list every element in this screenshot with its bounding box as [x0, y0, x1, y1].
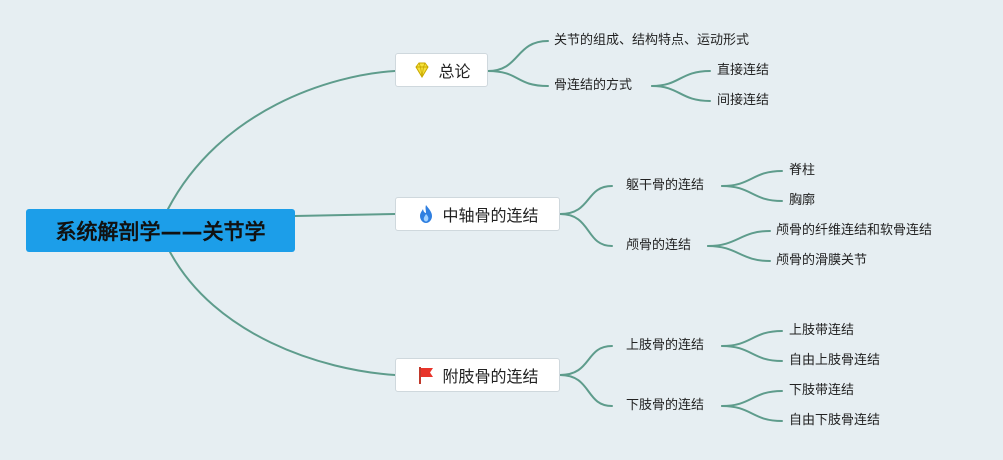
subtopic-thorax[interactable]: 胸廓 [789, 193, 815, 209]
subtopic-skull-synovial-label: 颅骨的滑膜关节 [776, 253, 868, 268]
topic-appendicular-skeleton[interactable]: 附肢骨的连结 [395, 358, 560, 392]
subtopic-spine-label: 脊柱 [789, 163, 816, 178]
subtopic-lower-limb[interactable]: 下肢骨的连结 [626, 398, 704, 414]
subtopic-direct-connection[interactable]: 直接连结 [717, 63, 769, 79]
subtopic-bone-connection-methods-label: 骨连结的方式 [554, 78, 633, 93]
edge-methods-direct [651, 70, 711, 87]
subtopic-upper-girdle-label: 上肢带连结 [789, 323, 855, 338]
subtopic-thorax-label: 胸廓 [789, 193, 816, 208]
edge-root-axial [294, 213, 396, 217]
topic-axial-skeleton-label: 中轴骨的连结 [442, 206, 539, 225]
edge-lower-free [721, 405, 783, 422]
root-topic[interactable]: 系统解剖学——关节学 [26, 209, 295, 252]
edge-trunk-spine [721, 170, 783, 187]
subtopic-skull-fibrous-cartilage-label: 颅骨的纤维连结和软骨连结 [776, 223, 933, 238]
diamond-icon [412, 60, 432, 80]
edge-axial-skull [559, 213, 613, 247]
edge-lower-girdle [721, 390, 783, 407]
edge-skull-synovial [707, 245, 771, 262]
edge-axial-trunk [559, 185, 613, 215]
subtopic-upper-limb-label: 上肢骨的连结 [626, 338, 705, 353]
edge-general-methods [487, 70, 549, 87]
edge-upper-girdle [721, 330, 783, 347]
subtopic-free-lower-limb[interactable]: 自由下肢骨连结 [789, 413, 880, 429]
edge-skull-fibrous [707, 230, 771, 247]
subtopic-free-lower-limb-label: 自由下肢骨连结 [789, 413, 881, 428]
subtopic-lower-girdle-label: 下肢带连结 [789, 383, 855, 398]
edge-root-appendicular [169, 251, 396, 376]
subtopic-joint-composition[interactable]: 关节的组成、结构特点、运动形式 [554, 33, 749, 49]
subtopic-lower-girdle[interactable]: 下肢带连结 [789, 383, 854, 399]
subtopic-skull-bones-label: 颅骨的连结 [626, 238, 692, 253]
subtopic-joint-composition-label: 关节的组成、结构特点、运动形式 [554, 33, 750, 48]
subtopic-trunk-bones[interactable]: 躯干骨的连结 [626, 178, 704, 194]
edge-trunk-thorax [721, 185, 783, 202]
subtopic-direct-connection-label: 直接连结 [717, 63, 770, 78]
red-flag-icon [416, 365, 436, 385]
subtopic-free-upper-limb[interactable]: 自由上肢骨连结 [789, 353, 880, 369]
edge-general-composition [487, 40, 549, 72]
subtopic-indirect-connection-label: 间接连结 [717, 93, 770, 108]
subtopic-skull-synovial[interactable]: 颅骨的滑膜关节 [776, 253, 867, 269]
topic-general[interactable]: 总论 [395, 53, 488, 87]
subtopic-skull-bones[interactable]: 颅骨的连结 [626, 238, 691, 254]
edge-upper-free [721, 345, 783, 362]
subtopic-upper-limb[interactable]: 上肢骨的连结 [626, 338, 704, 354]
subtopic-indirect-connection[interactable]: 间接连结 [717, 93, 769, 109]
subtopic-bone-connection-methods[interactable]: 骨连结的方式 [554, 78, 632, 94]
subtopic-upper-girdle[interactable]: 上肢带连结 [789, 323, 854, 339]
subtopic-skull-fibrous-cartilage[interactable]: 颅骨的纤维连结和软骨连结 [776, 223, 932, 239]
subtopic-spine[interactable]: 脊柱 [789, 163, 815, 179]
subtopic-trunk-bones-label: 躯干骨的连结 [626, 178, 705, 193]
edge-appendicular-upper [559, 345, 613, 376]
edge-root-general [167, 70, 396, 210]
topic-axial-skeleton[interactable]: 中轴骨的连结 [395, 197, 560, 231]
edge-methods-indirect [651, 85, 711, 102]
subtopic-lower-limb-label: 下肢骨的连结 [626, 398, 705, 413]
topic-general-label: 总论 [438, 62, 471, 81]
fire-icon [416, 204, 436, 224]
edge-appendicular-lower [559, 374, 613, 407]
topic-appendicular-skeleton-label: 附肢骨的连结 [442, 367, 539, 386]
root-topic-label: 系统解剖学——关节学 [55, 219, 266, 244]
subtopic-free-upper-limb-label: 自由上肢骨连结 [789, 353, 881, 368]
